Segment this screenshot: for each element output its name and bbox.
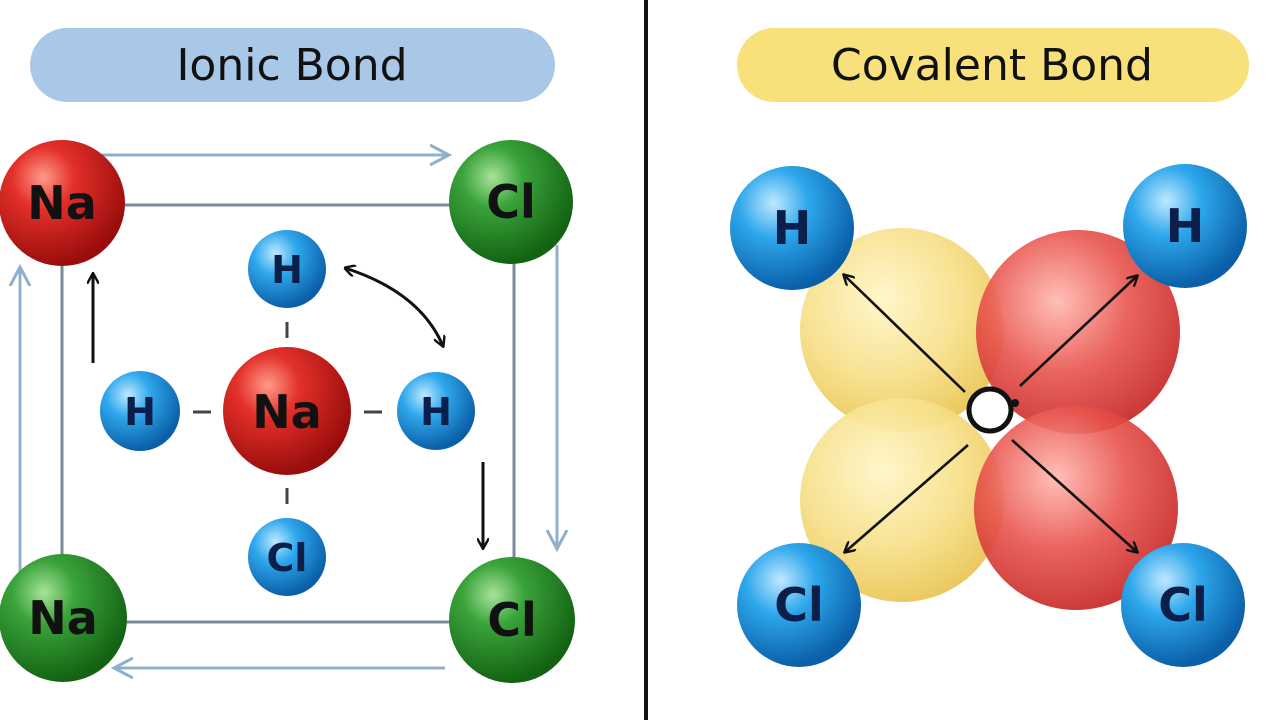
atom-h-right: H (397, 372, 475, 450)
atom-na-top-left: Na (0, 140, 125, 266)
svg-text:Na: Na (27, 176, 97, 230)
atom-cl-bottom: Cl (248, 518, 326, 596)
atom-na-bottom-left: Na (0, 554, 127, 682)
svg-text:H: H (1166, 199, 1205, 253)
atom-h-top-left: H (730, 166, 854, 290)
covalent-panel: Covalent Bond H H (730, 28, 1249, 667)
ionic-cycle-arrows (20, 155, 557, 668)
svg-text:Cl: Cl (1158, 578, 1208, 632)
central-nucleus (966, 386, 1019, 434)
ionic-frame (60, 203, 516, 624)
svg-text:Cl: Cl (267, 536, 308, 580)
atom-cl-bottom-right: Cl (1121, 543, 1245, 667)
svg-text:Na: Na (28, 591, 98, 645)
atom-h-top: H (248, 230, 326, 308)
svg-text:H: H (124, 390, 156, 434)
atom-h-top-right: H (1123, 164, 1247, 288)
ionic-bond-dashes (193, 322, 382, 504)
atom-cl-bottom-right: Cl (449, 557, 575, 683)
ionic-title-pill (30, 28, 555, 102)
covalent-title: Covalent Bond (831, 40, 1153, 91)
svg-text:Cl: Cl (774, 578, 824, 632)
svg-text:H: H (420, 390, 452, 434)
svg-text:Cl: Cl (486, 175, 536, 229)
ionic-curved-arrow (345, 268, 443, 346)
svg-text:Na: Na (252, 385, 322, 439)
atom-cl-bottom-left: Cl (737, 543, 861, 667)
svg-text:H: H (271, 248, 303, 292)
lobe-red-bottom (974, 406, 1178, 610)
ionic-panel: Ionic Bond Na (0, 28, 575, 683)
atom-h-left: H (100, 371, 180, 451)
covalent-title-pill (737, 28, 1249, 102)
atom-cl-top-right: Cl (449, 140, 573, 264)
covalent-arrows (844, 275, 1137, 552)
svg-text:Cl: Cl (487, 593, 537, 647)
svg-text:H: H (773, 201, 812, 255)
atom-na-center: Na (223, 347, 351, 475)
ionic-title: Ionic Bond (176, 40, 407, 91)
